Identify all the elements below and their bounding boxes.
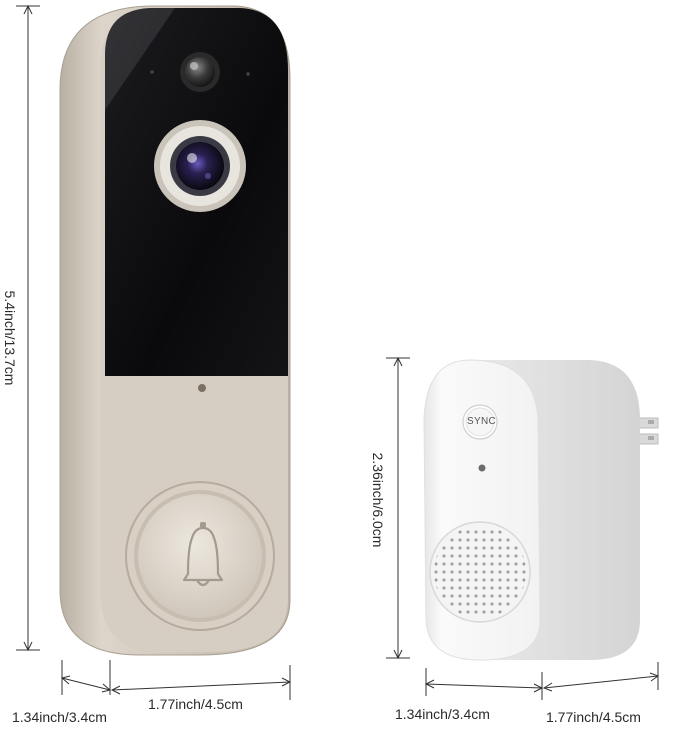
doorbell-button bbox=[125, 481, 275, 631]
doorbell-height-label: 5.4inch/13.7cm bbox=[2, 290, 18, 386]
chime-depth-label: 1.34inch/3.4cm bbox=[395, 706, 490, 722]
bell-icon bbox=[182, 522, 224, 587]
chime-dimension-lines bbox=[386, 356, 660, 700]
chime-width-label: 1.77inch/4.5cm bbox=[546, 709, 641, 725]
chime-height-label: 2.36inch/6.0cm bbox=[370, 452, 386, 548]
sync-button bbox=[462, 404, 498, 440]
speaker-grill bbox=[429, 521, 531, 623]
status-led bbox=[198, 384, 206, 392]
chime-led bbox=[478, 464, 486, 472]
camera-lens-icon bbox=[154, 120, 246, 212]
doorbell-dimension-lines bbox=[16, 4, 292, 700]
doorbell-device bbox=[59, 5, 291, 656]
sync-label: SYNC bbox=[467, 416, 496, 427]
doorbell-depth-label: 1.34inch/3.4cm bbox=[12, 709, 107, 725]
doorbell-width-label: 1.77inch/4.5cm bbox=[148, 696, 243, 712]
chime-device bbox=[423, 359, 659, 661]
